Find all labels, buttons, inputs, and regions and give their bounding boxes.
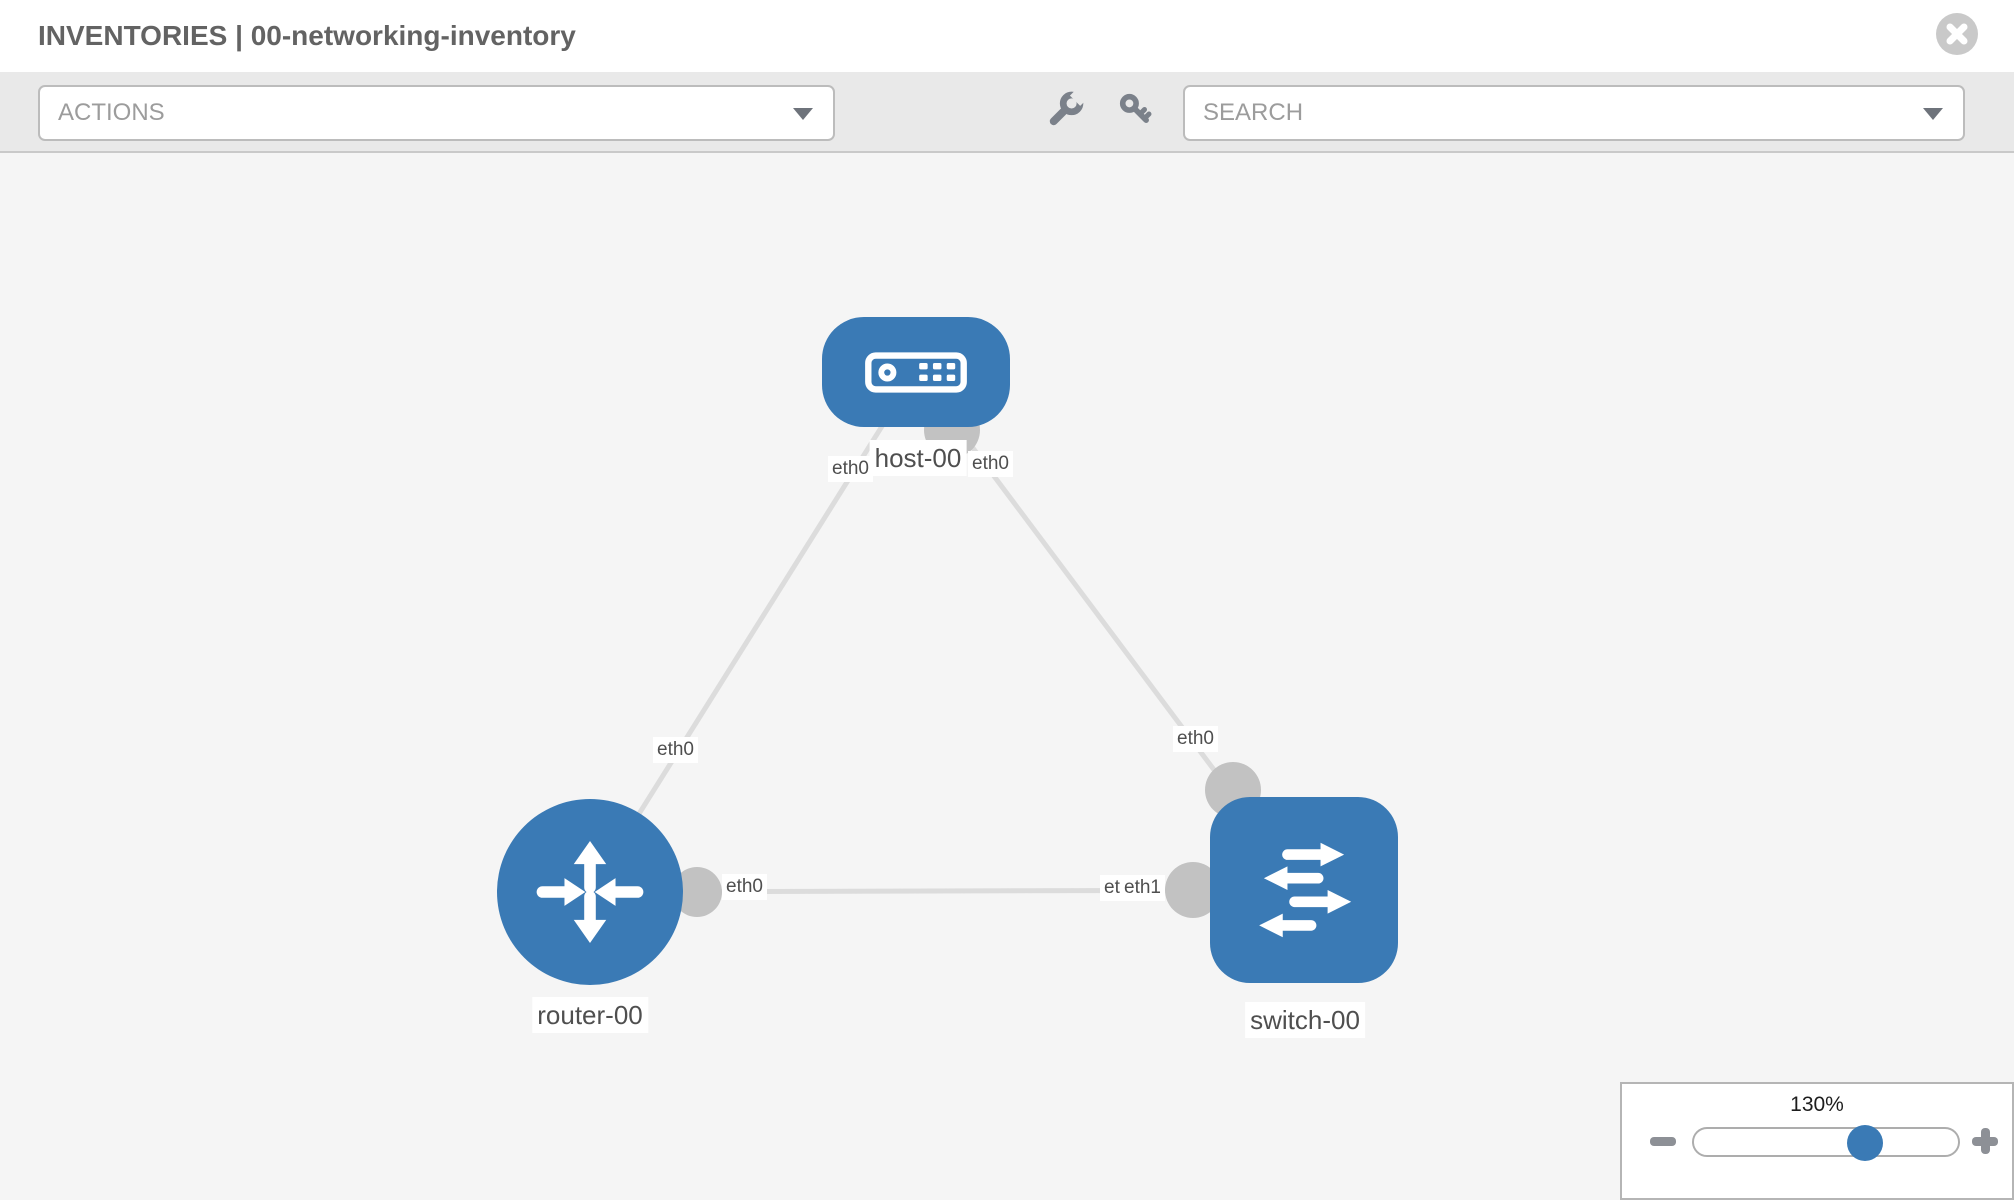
node-label-router: router-00: [532, 997, 648, 1033]
node-label-switch: switch-00: [1245, 1002, 1365, 1038]
interface-dot-switch-left: [1165, 862, 1221, 918]
credentials-button[interactable]: [1113, 87, 1157, 131]
close-icon: [1946, 23, 1968, 45]
interface-label-switch-uplink: eth0: [1173, 726, 1218, 752]
topology-canvas[interactable]: eth0 eth0 eth0 eth0 eth0 eth1 eth1 host-…: [0, 153, 2014, 1200]
zoom-out-button[interactable]: [1650, 1137, 1676, 1146]
zoom-control-panel: 130%: [1620, 1082, 2014, 1200]
close-button[interactable]: [1936, 13, 1978, 55]
page-title: INVENTORIES | 00-networking-inventory: [38, 20, 576, 51]
interface-dot-router-right: [672, 867, 722, 917]
wrench-icon: [1049, 90, 1085, 126]
header: INVENTORIES | 00-networking-inventory: [0, 0, 2014, 72]
plus-icon: [1981, 1128, 1990, 1154]
actions-dropdown[interactable]: ACTIONS: [38, 85, 835, 141]
actions-dropdown-label: ACTIONS: [58, 99, 165, 126]
interface-label-host-right: eth0: [968, 451, 1013, 477]
node-label-host: host-00: [869, 440, 967, 476]
node-switch-00[interactable]: [1210, 797, 1398, 983]
key-icon: [1119, 93, 1152, 123]
interface-label-mid-switch-side-front: eth1: [1120, 875, 1165, 901]
zoom-in-button[interactable]: [1972, 1128, 1998, 1154]
chevron-down-icon: [793, 108, 813, 120]
interface-label-mid-router-side: eth0: [722, 874, 767, 900]
zoom-level-value: 130%: [1790, 1093, 1844, 1116]
search-dropdown[interactable]: SEARCH: [1183, 85, 1965, 141]
switch-icon: [1259, 842, 1352, 938]
interface-label-host-left: eth0: [828, 456, 873, 482]
topology-links-layer: [587, 370, 1307, 918]
node-host-00[interactable]: [822, 317, 1010, 427]
router-icon: [536, 840, 644, 944]
search-dropdown-label: SEARCH: [1203, 99, 1304, 126]
node-router-00[interactable]: [497, 799, 683, 985]
zoom-slider-track[interactable]: [1692, 1127, 1960, 1157]
toolbar: ACTIONS SEARCH: [0, 72, 2014, 153]
interface-label-router-uplink: eth0: [653, 737, 698, 763]
chevron-down-icon: [1923, 108, 1943, 120]
zoom-slider-thumb[interactable]: [1847, 1125, 1883, 1161]
host-icon: [865, 351, 967, 393]
configure-button[interactable]: [1044, 87, 1088, 131]
